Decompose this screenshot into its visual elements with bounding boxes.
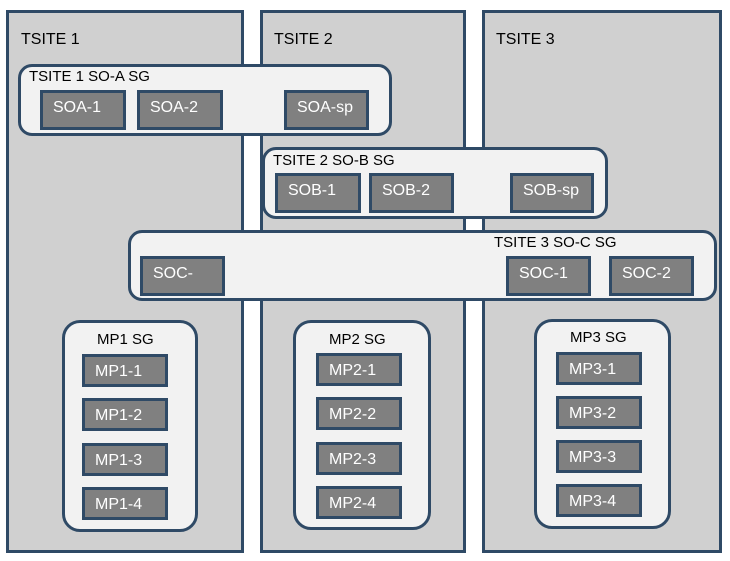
node-mp3-3: MP3-3 [556, 440, 642, 473]
node-mp1-1: MP1-1 [82, 354, 168, 387]
group-mp2-label: MP2 SG [329, 331, 386, 348]
node-soa-2: SOA-2 [137, 90, 223, 130]
node-mp2-3: MP2-3 [316, 442, 402, 475]
node-soc-dash: SOC- [140, 256, 225, 296]
node-mp1-3: MP1-3 [82, 443, 168, 476]
node-soc-2: SOC-2 [609, 256, 694, 296]
node-sob-sp: SOB-sp [510, 173, 594, 213]
group-mp3-label: MP3 SG [570, 329, 627, 346]
node-soc-1: SOC-1 [506, 256, 591, 296]
group-sob-label: TSITE 2 SO-B SG [273, 152, 395, 169]
group-soc-label: TSITE 3 SO-C SG [494, 234, 617, 251]
site-2-label: TSITE 2 [274, 31, 333, 48]
node-sob-1: SOB-1 [275, 173, 361, 213]
node-mp3-4: MP3-4 [556, 484, 642, 517]
node-mp3-2: MP3-2 [556, 396, 642, 429]
node-soa-1: SOA-1 [40, 90, 126, 130]
node-mp2-1: MP2-1 [316, 353, 402, 386]
group-mp1-label: MP1 SG [97, 331, 154, 348]
node-soa-sp: SOA-sp [284, 90, 369, 130]
group-soa-label: TSITE 1 SO-A SG [29, 68, 150, 85]
node-mp2-2: MP2-2 [316, 397, 402, 430]
site-3-label: TSITE 3 [496, 31, 555, 48]
node-mp3-1: MP3-1 [556, 352, 642, 385]
node-sob-2: SOB-2 [369, 173, 454, 213]
node-mp1-4: MP1-4 [82, 487, 168, 520]
node-mp1-2: MP1-2 [82, 398, 168, 431]
site-1-label: TSITE 1 [21, 31, 80, 48]
node-mp2-4: MP2-4 [316, 486, 402, 519]
